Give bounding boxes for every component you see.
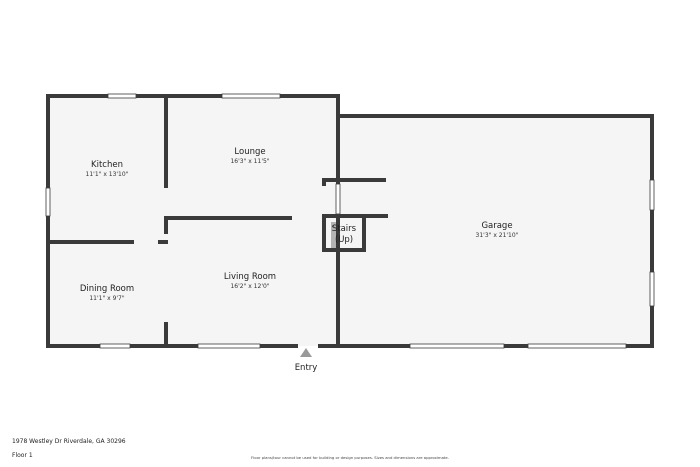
room-name-lounge: Lounge bbox=[234, 147, 265, 157]
opening-hall bbox=[335, 183, 341, 215]
walls bbox=[46, 94, 654, 348]
entry-arrow-icon bbox=[300, 348, 312, 357]
windows bbox=[45, 93, 655, 349]
window-kitchen-west bbox=[45, 187, 51, 217]
disclaimer: Floor plans/tour cannot be used for buil… bbox=[251, 455, 449, 460]
entry-label: Entry bbox=[295, 363, 318, 373]
room-name-dining: Dining Room bbox=[80, 284, 134, 294]
room-name-garage: Garage bbox=[481, 221, 512, 231]
window-garage-east-2 bbox=[649, 271, 655, 307]
room-name-living: Living Room bbox=[224, 272, 276, 282]
window-garage-east-1 bbox=[649, 179, 655, 211]
garage-door-2 bbox=[527, 343, 627, 349]
garage-door-1 bbox=[409, 343, 505, 349]
floor-fill bbox=[48, 96, 652, 346]
room-dim-living: 16'2" x 12'0" bbox=[230, 283, 269, 290]
room-dim-garage: 31'3" x 21'10" bbox=[476, 232, 519, 239]
property-address: 1978 Westley Dr Riverdale, GA 30296 bbox=[12, 438, 126, 445]
stairs-direction: (Up) bbox=[335, 235, 353, 245]
stairs-label: Stairs bbox=[332, 224, 357, 234]
room-dim-dining: 11'1" x 9'7" bbox=[89, 295, 125, 302]
room-name-kitchen: Kitchen bbox=[91, 160, 123, 170]
room-dim-lounge: 16'3" x 11'5" bbox=[230, 158, 269, 165]
window-dining-south bbox=[99, 343, 131, 349]
window-living-south bbox=[197, 343, 261, 349]
room-dim-kitchen: 11'1" x 13'10" bbox=[86, 171, 129, 178]
window-kitchen-north bbox=[107, 93, 137, 99]
window-lounge-north bbox=[221, 93, 281, 99]
floor-label: Floor 1 bbox=[12, 452, 33, 459]
stair-treads bbox=[331, 222, 339, 248]
